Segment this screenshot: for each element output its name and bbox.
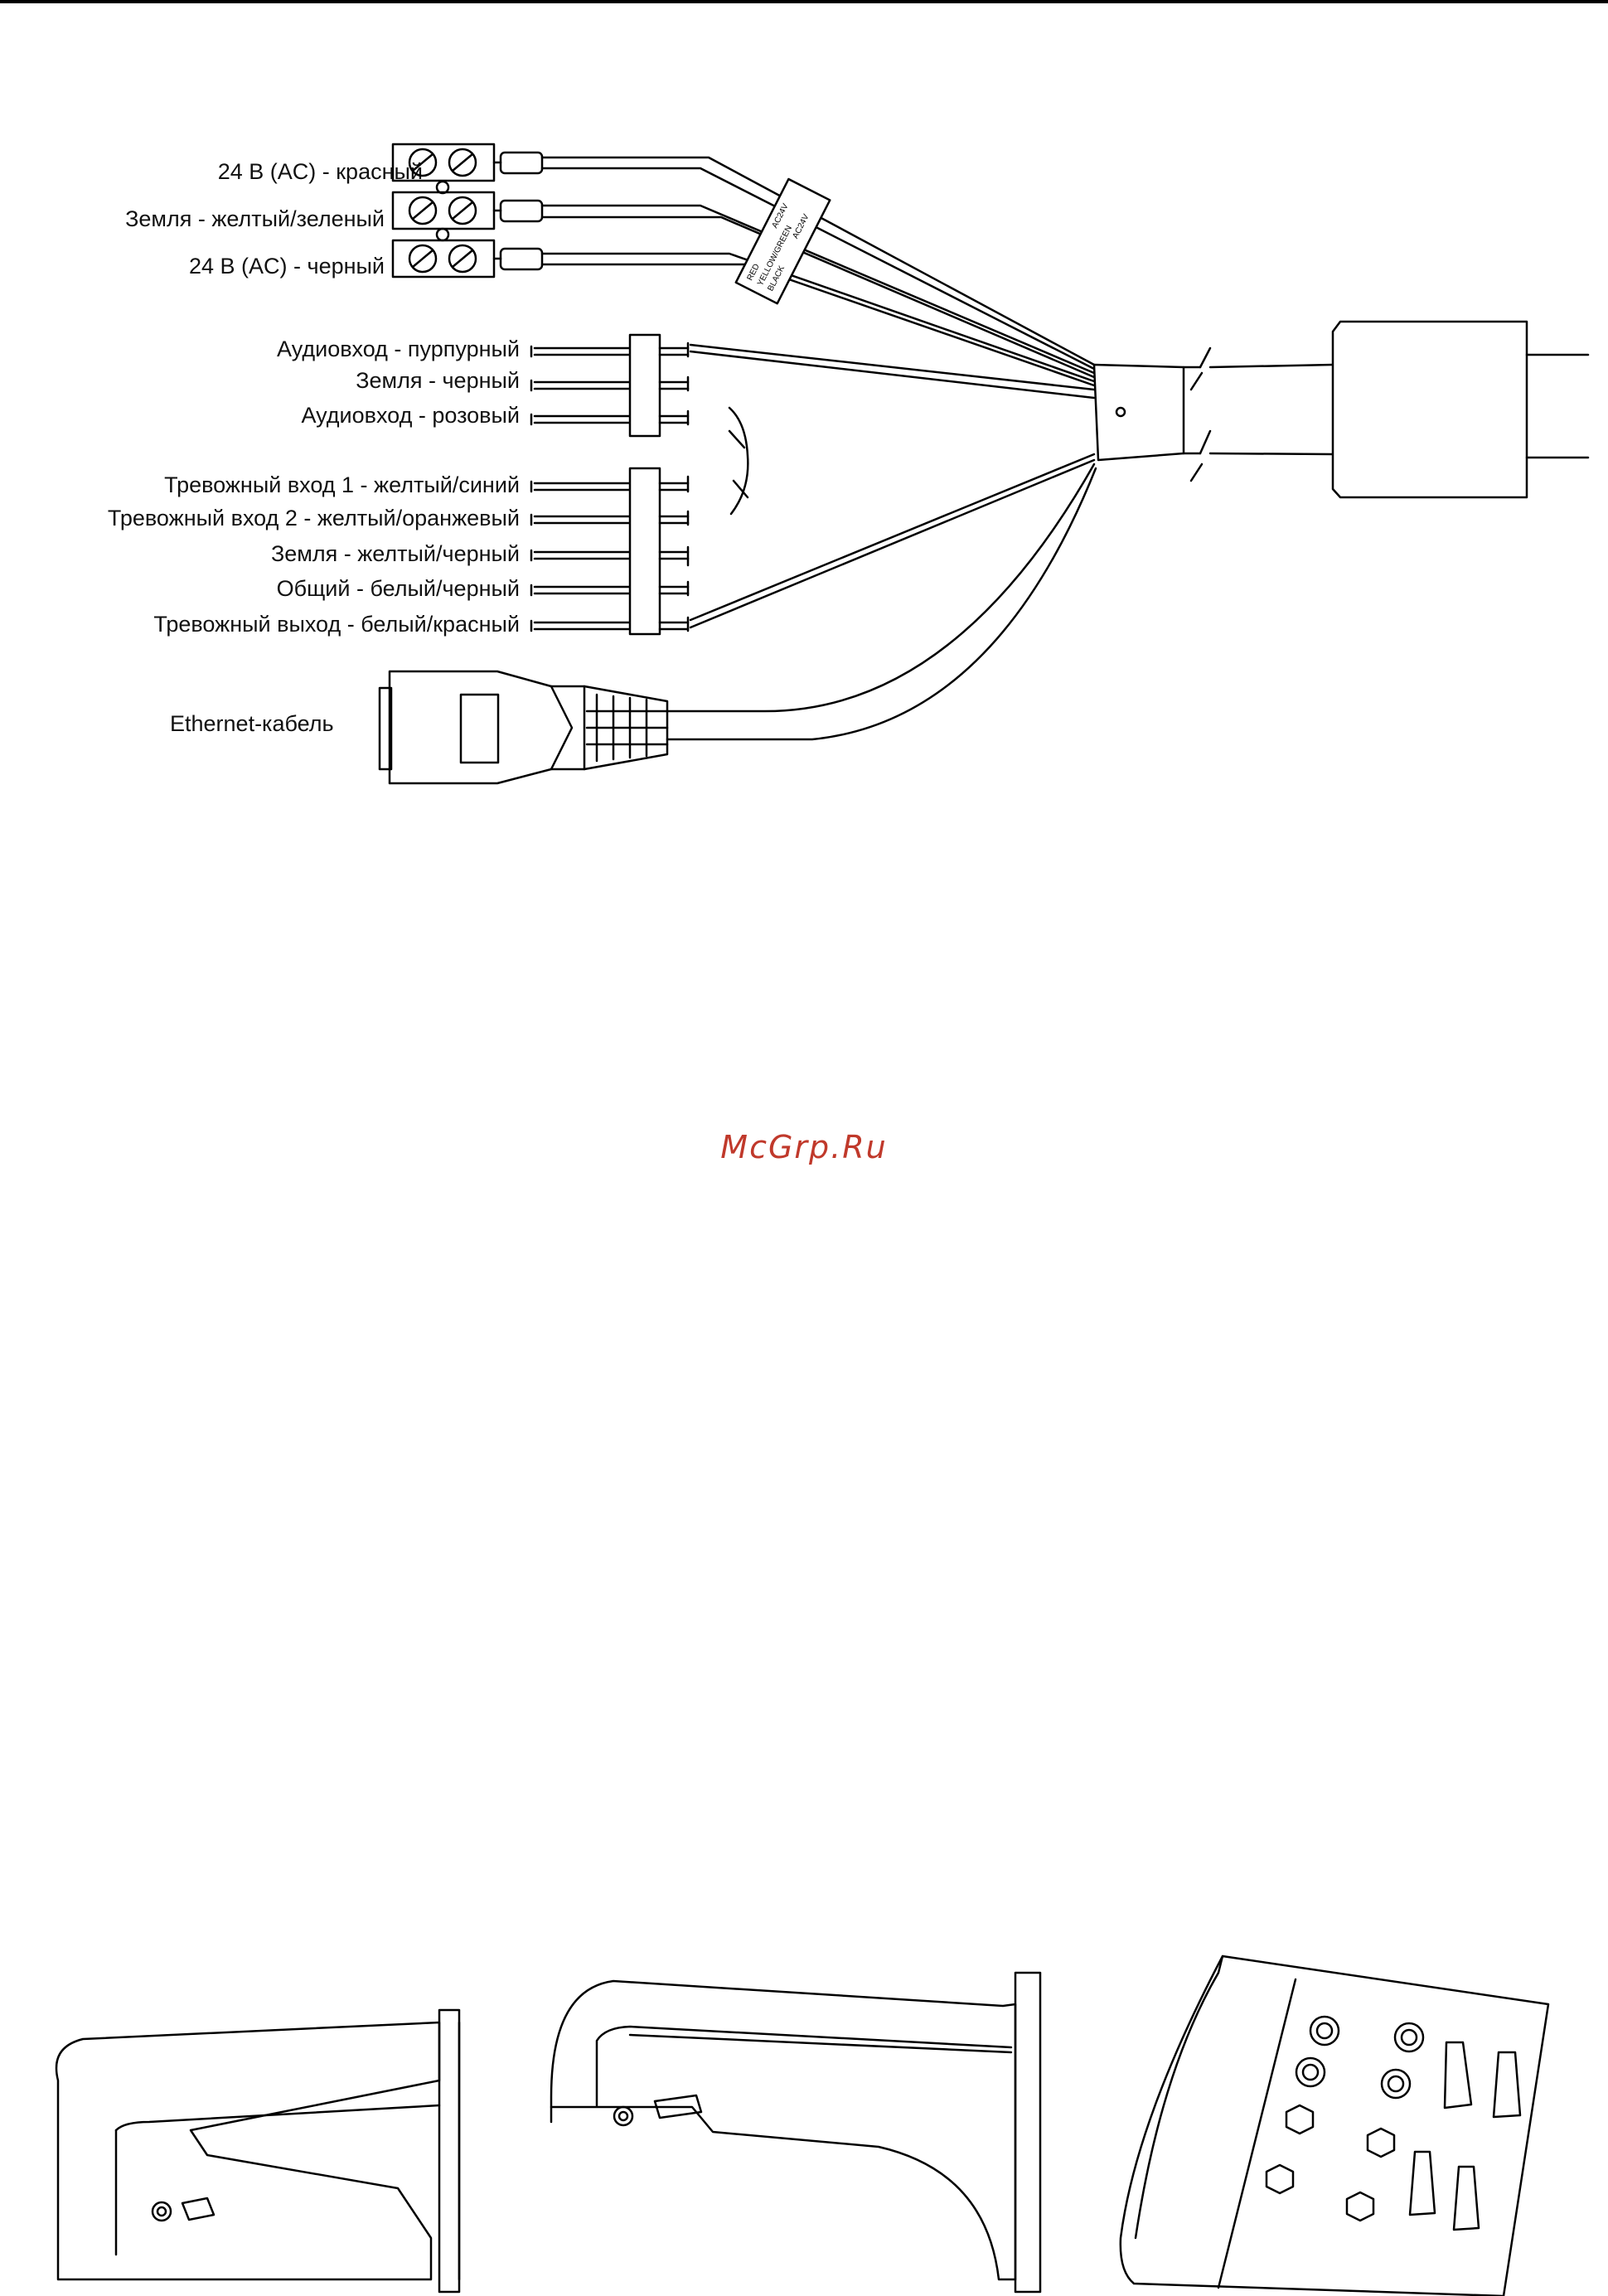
label-alarm-ground: Земля - желтый/черный — [270, 541, 520, 566]
power-wires — [540, 156, 1096, 387]
label-alarm-common: Общий - белый/черный — [276, 576, 520, 601]
audio-connector — [530, 333, 1096, 438]
power-tag — [734, 177, 831, 305]
top-rule — [0, 0, 1608, 3]
wall-bracket-illustration-1 — [55, 2008, 461, 2294]
power-terminal-block — [391, 143, 544, 279]
label-power-ground: Земля - желтый/зеленый — [125, 206, 385, 231]
wall-bracket-illustration-2 — [550, 1971, 1042, 2294]
label-audio-ground: Земля - черный — [356, 368, 520, 393]
label-audio-in-purple: Аудиовход - пурпурный — [277, 337, 520, 361]
ethernet-connector — [378, 463, 1097, 785]
wire-break-mark — [728, 406, 749, 516]
accessory-pack-illustration — [1119, 1955, 1550, 2296]
watermark: McGrp.Ru — [720, 1129, 888, 1165]
alarm-connector — [530, 453, 1096, 636]
label-power-24v-red: 24 В (AC) - красный — [217, 159, 423, 184]
label-alarm-out: Тревожный выход - белый/красный — [153, 612, 520, 637]
label-power-24v-black: 24 В (AC) - черный — [188, 254, 385, 279]
label-alarm-in-1: Тревожный вход 1 - желтый/синий — [164, 472, 520, 497]
label-alarm-in-2: Тревожный вход 2 - желтый/оранжевый — [107, 506, 520, 530]
label-ethernet-cable: Ethernet-кабель — [170, 711, 334, 736]
main-cable — [1092, 320, 1590, 499]
label-audio-in-pink: Аудиовход - розовый — [301, 403, 520, 428]
